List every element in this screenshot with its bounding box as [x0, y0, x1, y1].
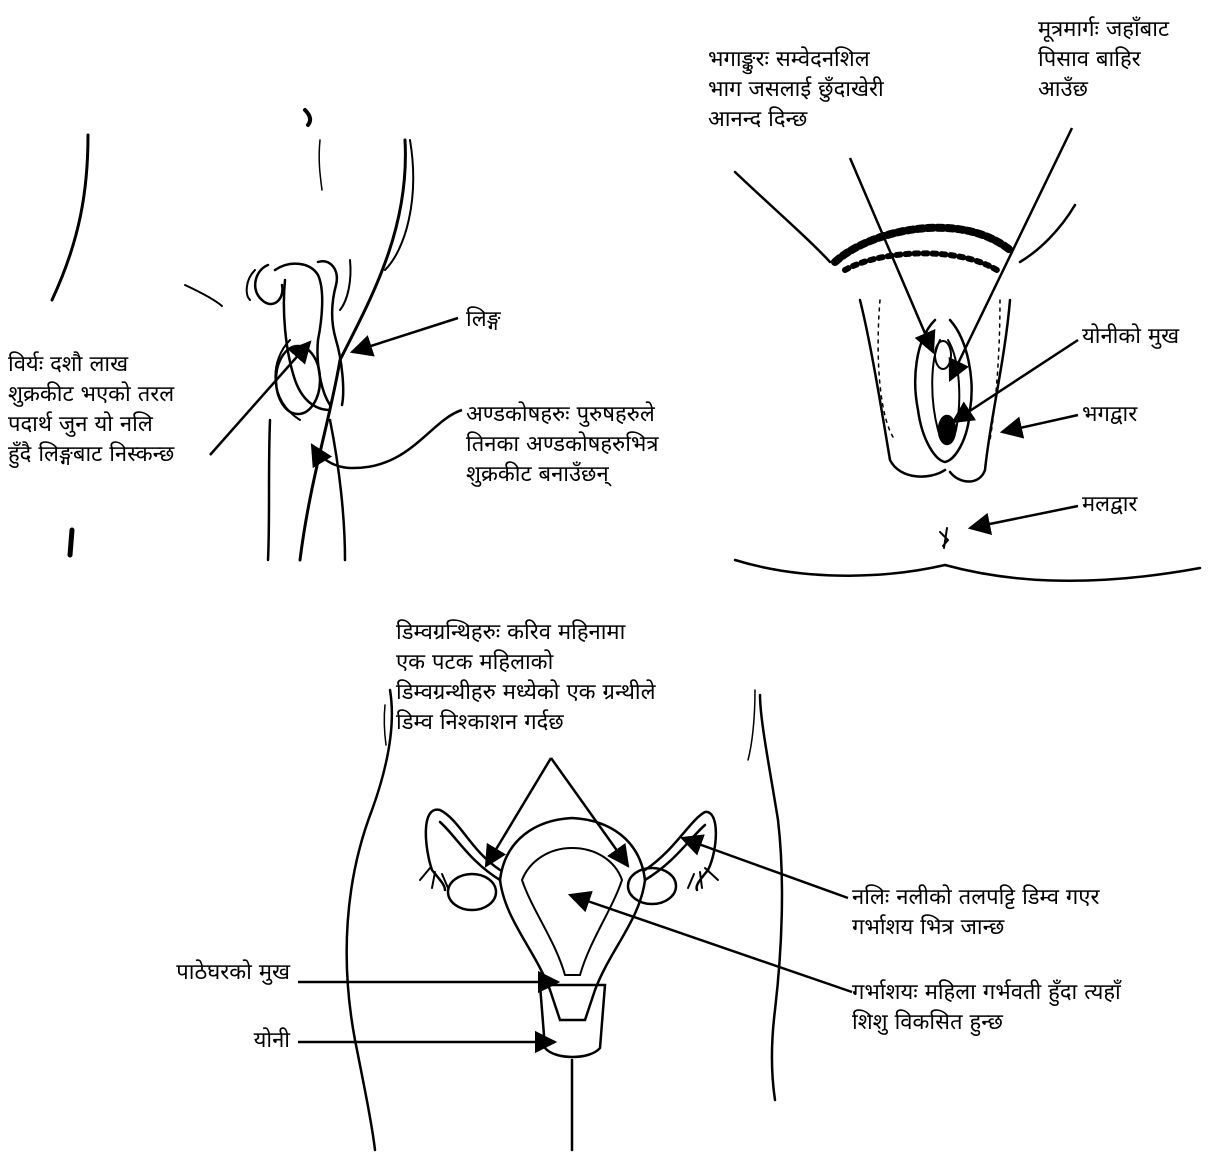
cervix-label: पाठेघरको मुख: [130, 958, 290, 988]
male-figure: [52, 110, 413, 560]
vaginal-opening-label: योनीको मुख: [1082, 322, 1179, 352]
semen-label: विर्यः दशौ लाख शुक्रकीट भएको तरल पदार्थ …: [8, 350, 174, 470]
anus-label: मलद्वार: [1082, 490, 1137, 520]
vulva-label: भगद्वार: [1082, 400, 1137, 430]
ovaries-label: डिम्वग्रन्थिहरुः करिव महिनामा एक पटक महि…: [396, 618, 656, 738]
female-internal-figure: [347, 690, 782, 1150]
urethra-label: मूत्रमार्गः जहाँबाट पिसाव बाहिर आउँछ: [1038, 15, 1169, 105]
testes-label: अण्डकोषहरुः पुरुषहरुले तिनका अण्डकोषहरुभ…: [466, 400, 659, 490]
uterus-label: गर्भाशयः महिला गर्भवती हुँदा त्यहाँ शिशु…: [852, 978, 1121, 1038]
vagina-label: योनी: [130, 1026, 290, 1056]
clitoris-label: भगाङ्कुरः सम्वेदनशिल भाग जसलाई छुँदाखेरी…: [708, 45, 884, 135]
penis-label: लिङ्ग: [466, 305, 501, 335]
tube-label: नलिः नलीको तलपट्टि डिम्व गएर गर्भाशय भित…: [852, 883, 1099, 943]
